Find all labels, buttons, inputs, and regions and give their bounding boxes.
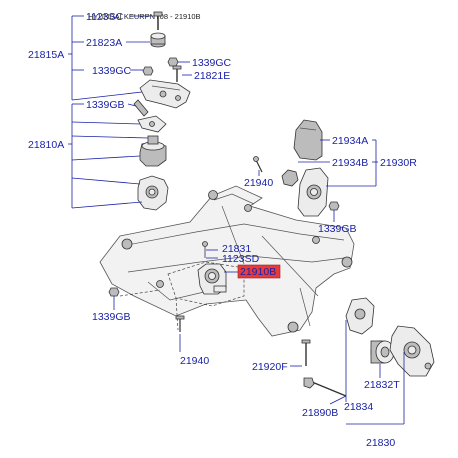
label-21934b: 21934B <box>332 157 368 169</box>
bolt-21940-right <box>253 156 263 173</box>
label-21830: 21830 <box>366 437 395 449</box>
bushing-21832t <box>370 340 395 364</box>
label-1339gc-a: 1339GC <box>192 57 232 69</box>
label-21920f: 21920F <box>252 361 288 373</box>
bolt-21831 <box>202 241 208 258</box>
label-1339gb-top: 1339GB <box>86 99 125 111</box>
label-21823a: 21823A <box>86 37 122 49</box>
stud-21920f <box>301 339 311 366</box>
nut-1339gc-a <box>167 57 179 67</box>
label-21815a: 21815A <box>28 49 64 61</box>
subframe-crossmember <box>99 185 355 337</box>
insulator-21823a <box>150 32 166 48</box>
label-21821e: 21821E <box>194 70 230 82</box>
bolt-1339gb-left <box>108 287 120 297</box>
bracket-21834 <box>345 297 375 335</box>
label-1339gc-b: 1339GC <box>92 65 132 77</box>
mount-21930r <box>297 167 329 217</box>
nut-1339gc-b <box>142 66 154 76</box>
cover-21934a <box>293 119 323 161</box>
label-21934a: 21934A <box>332 135 368 147</box>
label-1339gb-left: 1339GB <box>92 311 131 323</box>
mount-lower <box>137 175 169 211</box>
label-21831: 21831 <box>222 243 251 255</box>
bracket-21815a <box>139 79 191 109</box>
label-21834: 21834 <box>344 401 373 413</box>
label-1123sc: 1123SC <box>86 11 124 23</box>
label-1123sd: 1123SD <box>222 253 260 265</box>
insulator-21934b <box>281 169 299 187</box>
bolt-1123sc <box>153 11 163 30</box>
label-21910b: 21910B <box>240 266 276 278</box>
bolt-1339gb-right <box>328 201 340 211</box>
highlight-21910b: 21910B <box>237 264 281 279</box>
diagram-header: HYUNDAI KEURPNT08 - 21910B <box>88 12 201 21</box>
label-21940-bottom: 21940 <box>180 355 209 367</box>
label-21890b: 21890B <box>302 407 338 419</box>
bolt-1339gb-top <box>133 99 149 117</box>
label-21810a: 21810A <box>28 139 64 151</box>
label-1339gb-right: 1339GB <box>318 223 357 235</box>
mount-21810a <box>139 135 167 167</box>
label-21832t: 21832T <box>364 379 400 391</box>
label-21940-right: 21940 <box>244 177 273 189</box>
mount-21910b <box>197 263 227 295</box>
bolt-21940-bottom <box>175 315 185 332</box>
label-21930r: 21930R <box>380 157 417 169</box>
bracket-21830 <box>389 325 435 377</box>
bolt-21890b <box>303 377 347 397</box>
bolt-21821e <box>172 65 182 82</box>
bracket-small <box>137 115 167 133</box>
